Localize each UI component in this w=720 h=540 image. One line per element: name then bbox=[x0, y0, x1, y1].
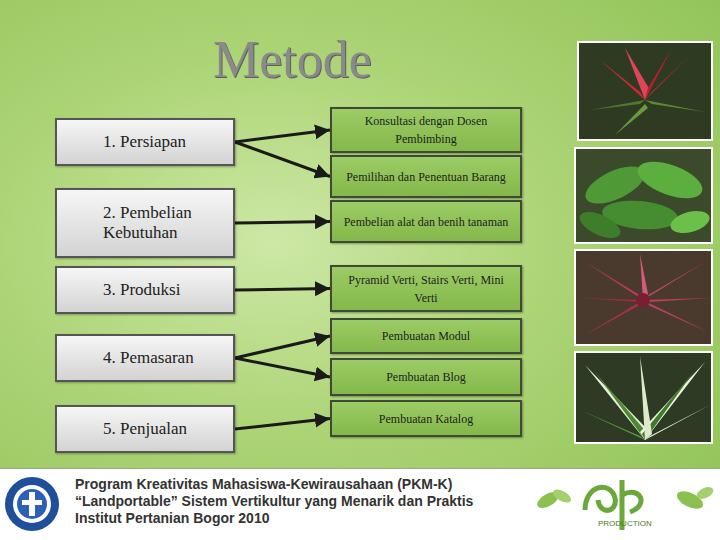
box-label: Pembuatan Katalog bbox=[379, 410, 473, 428]
arrow-connector bbox=[235, 222, 330, 224]
box-label: Pembuatan Modul bbox=[382, 327, 470, 345]
activity-box: Konsultasi dengan Dosen Pembimbing bbox=[330, 107, 522, 153]
arrow-connector bbox=[235, 130, 330, 142]
activity-box: Pembuatan Blog bbox=[330, 358, 522, 396]
box-label: Pembuatan Blog bbox=[386, 368, 466, 386]
activity-box: Pembelian alat dan benih tanaman bbox=[330, 200, 522, 243]
box-label: Pemilihan dan Penentuan Barang bbox=[346, 168, 506, 186]
step-box: 4. Pemasaran bbox=[55, 334, 235, 382]
logo-text: PRODUCTION bbox=[598, 519, 652, 528]
box-label: 3. Produksi bbox=[103, 280, 180, 300]
step-box: 1. Persiapan bbox=[55, 118, 235, 166]
footer-text: “Landportable” Sistem Vertikultur yang M… bbox=[75, 493, 473, 509]
box-label: Pembelian alat dan benih tanaman bbox=[344, 213, 509, 231]
step-box: 2. Pembelian Kebutuhan bbox=[55, 188, 235, 258]
plant-photo bbox=[575, 352, 712, 443]
university-logo bbox=[5, 477, 59, 531]
step-box: 5. Penjualan bbox=[55, 405, 235, 453]
activity-box: Pemilihan dan Penentuan Barang bbox=[330, 155, 522, 198]
footer-text: Institut Pertanian Bogor 2010 bbox=[75, 510, 269, 526]
activity-box: Pembuatan Katalog bbox=[330, 400, 522, 437]
arrow-connector bbox=[235, 142, 330, 177]
box-label: Pyramid Verti, Stairs Verti, Mini Verti bbox=[338, 271, 514, 307]
plant-photo bbox=[578, 42, 712, 140]
footer-text: Program Kreativitas Mahasiswa-Kewirausah… bbox=[75, 476, 452, 492]
step-box: 3. Produksi bbox=[55, 266, 235, 314]
box-label: 1. Persiapan bbox=[103, 132, 186, 152]
activity-box: Pyramid Verti, Stairs Verti, Mini Verti bbox=[330, 265, 522, 312]
production-logo bbox=[535, 480, 716, 530]
activity-box: Pembuatan Modul bbox=[330, 318, 522, 354]
plant-photo bbox=[575, 250, 712, 345]
arrow-connector bbox=[235, 419, 330, 430]
slide-title: Metode bbox=[213, 30, 372, 89]
arrow-connector bbox=[235, 358, 330, 377]
arrow-connector bbox=[235, 289, 330, 291]
plant-photo bbox=[575, 148, 712, 243]
arrow-connector bbox=[235, 336, 330, 358]
box-label: Konsultasi dengan Dosen Pembimbing bbox=[338, 112, 514, 148]
box-label: 2. Pembelian Kebutuhan bbox=[103, 203, 227, 243]
box-label: 5. Penjualan bbox=[103, 419, 187, 439]
box-label: 4. Pemasaran bbox=[103, 348, 194, 368]
